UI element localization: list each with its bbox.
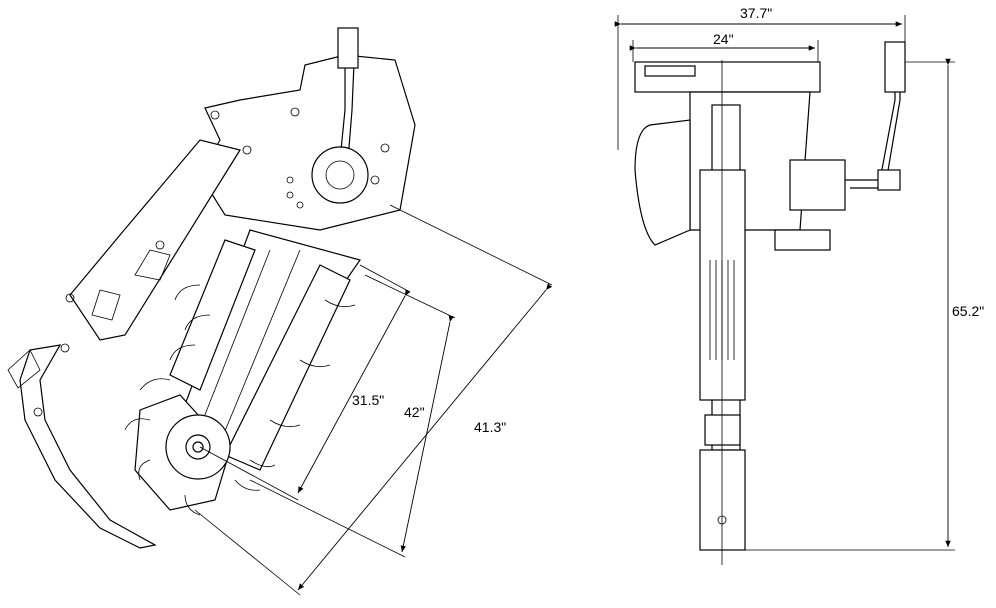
bolts [33, 107, 390, 417]
dimension-overall-length: 41.3" [194, 204, 553, 596]
dim-label-65-2: 65.2" [952, 303, 984, 319]
digging-boom [134, 229, 361, 511]
dimension-mount-width: 24" [629, 31, 819, 62]
support-arm [69, 139, 241, 341]
hose-coupler [884, 41, 906, 93]
dim-label-37-7: 37.7" [740, 5, 772, 21]
dim-label-31-5: 31.5" [352, 392, 384, 408]
mount-frame [199, 54, 416, 231]
crumber-shoe [19, 344, 157, 549]
dim-label-42: 42" [404, 404, 425, 420]
side-view-trencher [7, 27, 416, 549]
drive-motor [789, 159, 846, 211]
dimension-overall-width: 37.7" [614, 5, 906, 150]
boom-end-sprocket [699, 449, 746, 551]
hose-coupler [337, 27, 359, 69]
crumber-blade [634, 119, 691, 246]
rear-view-trencher [634, 41, 906, 565]
dim-label-24: 24" [713, 31, 734, 47]
dimension-overall-height: 65.2" [745, 58, 984, 551]
dim-label-41-3: 41.3" [474, 419, 506, 435]
drive-motor [311, 146, 369, 204]
